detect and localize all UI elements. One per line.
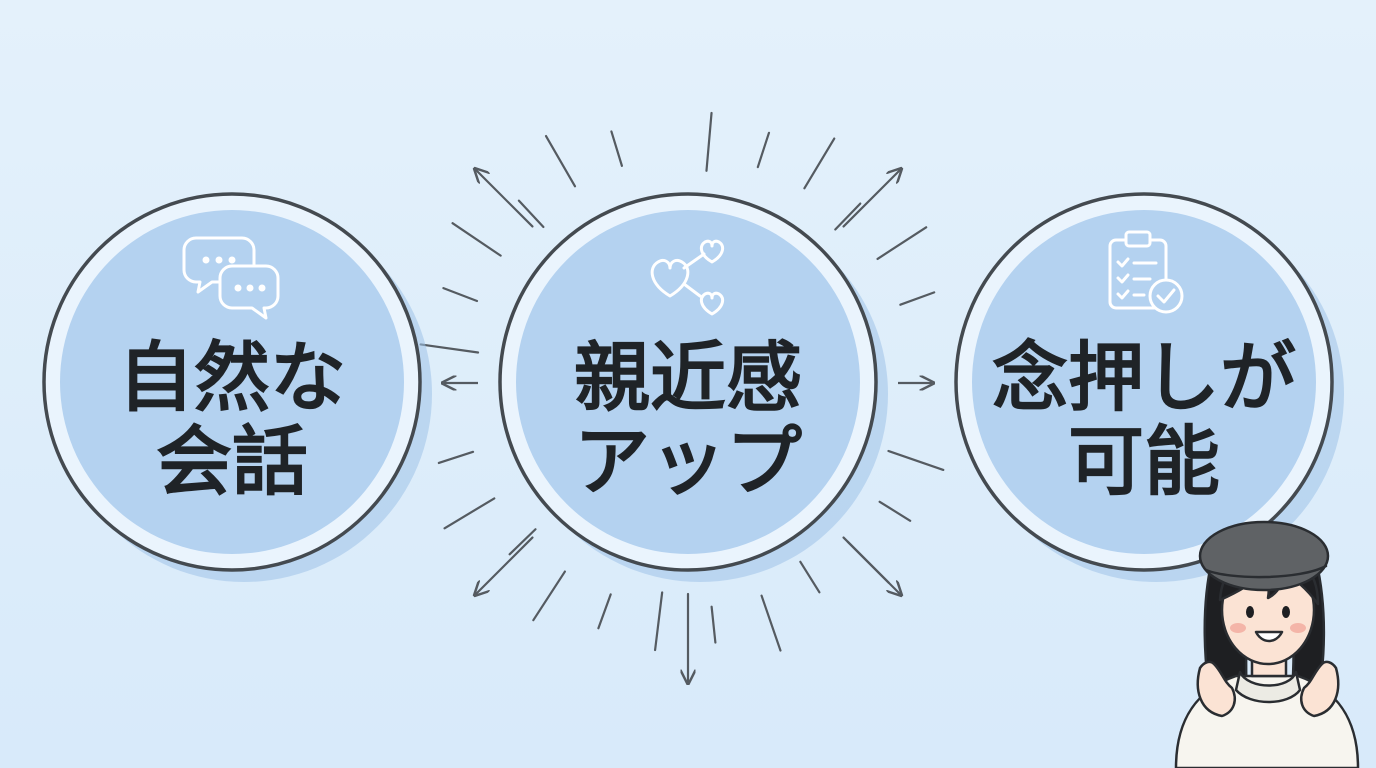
- burst-ray: [597, 593, 612, 630]
- burst-arrow: [842, 170, 901, 228]
- circle-label-line1: 念押しが: [992, 333, 1296, 422]
- burst-ray: [876, 226, 928, 261]
- clipboard-check-icon: [1108, 230, 1184, 314]
- burst-ray: [710, 605, 717, 644]
- burst-ray: [443, 497, 496, 530]
- girl-finger-heart-illustration: [1174, 520, 1360, 768]
- burst-ray: [610, 130, 624, 167]
- circle-label-line2: アップ: [574, 417, 802, 506]
- hearts-network-icon: [650, 239, 725, 316]
- burst-ray: [887, 449, 945, 472]
- chat-bubbles-icon: [182, 236, 280, 320]
- circle-label-line1: 自然な: [118, 333, 346, 422]
- burst-ray: [437, 450, 475, 465]
- burst-ray: [760, 594, 782, 652]
- burst-ray: [508, 528, 537, 556]
- burst-ray: [419, 343, 480, 354]
- circle-natural-conversation: 自然な 会話: [42, 192, 432, 582]
- burst-arrow: [842, 536, 901, 595]
- burst-ray: [878, 500, 912, 522]
- burst-ray: [705, 111, 713, 172]
- burst-ray: [834, 202, 862, 231]
- burst-ray: [653, 591, 664, 652]
- burst-ray: [799, 560, 821, 594]
- circle-label-line2: 会話: [156, 417, 308, 506]
- circle-label-line2: 可能: [1068, 417, 1220, 506]
- burst-ray: [451, 222, 502, 257]
- burst-rays: [419, 111, 945, 682]
- burst-ray: [532, 570, 567, 622]
- circle-reminder-possible: 念押しが 可能: [954, 192, 1344, 582]
- burst-ray: [544, 134, 577, 188]
- burst-ray: [517, 199, 545, 229]
- burst-ray: [756, 131, 771, 169]
- circle-closeness-up: 親近感 アップ: [498, 192, 888, 582]
- burst-arrow: [476, 170, 534, 228]
- burst-ray: [899, 291, 936, 306]
- circle-label-line1: 親近感: [574, 333, 802, 422]
- burst-arrow: [476, 536, 534, 595]
- burst-ray: [442, 287, 479, 303]
- burst-ray: [803, 137, 836, 190]
